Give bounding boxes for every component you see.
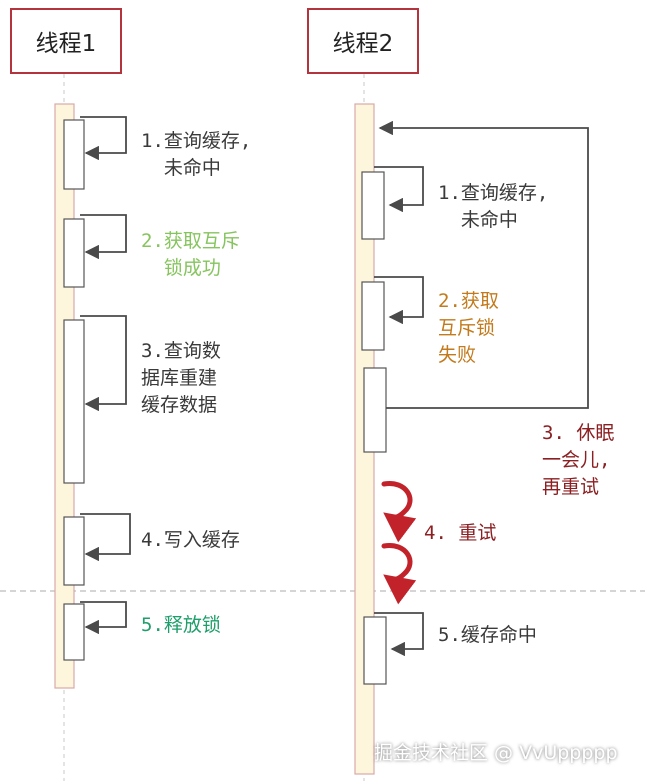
thread1-self-arrow-3	[80, 315, 127, 412]
thread1-activation-2	[63, 218, 85, 288]
thread1-activation-1	[63, 119, 85, 190]
thread1-activation-3	[63, 319, 85, 484]
thread2-header: 线程2	[307, 8, 419, 74]
thread1-self-arrow-4	[80, 513, 131, 562]
thread2-self-arrow-5	[374, 612, 424, 657]
thread2-retry-loop-arrow	[378, 120, 589, 409]
retry-curve-arrow-1	[381, 481, 417, 543]
thread2-activation-1	[361, 171, 385, 240]
thread2-self-arrow-2	[374, 276, 424, 325]
retry-curve-arrow-2	[381, 543, 417, 605]
thread2-step2-label: 2.获取 互斥锁 失败	[438, 290, 499, 366]
thread1-self-arrow-2	[80, 214, 127, 260]
thread2-activation-3	[363, 367, 387, 453]
thread1-self-arrow-5	[80, 601, 127, 635]
thread1-step1-label: 1.查询缓存, 未命中	[141, 130, 252, 179]
thread1-header: 线程1	[10, 8, 122, 74]
thread1-activation-4	[63, 516, 85, 586]
watermark: 掘金技术社区 @ VvUppppp	[374, 742, 618, 764]
thread1-activation-5	[63, 603, 85, 661]
thread2-self-arrow-1	[374, 166, 424, 213]
thread1-self-arrow-1	[80, 116, 127, 161]
thread2-step4-label: 4. 重试	[424, 522, 497, 544]
thread2-step3-label: 3. 休眠 一会儿, 再重试	[542, 422, 615, 498]
thread1-step2-label: 2.获取互斥 锁成功	[141, 230, 240, 279]
thread1-step3-label: 3.查询数 据库重建 缓存数据	[141, 340, 221, 416]
thread2-step5-label: 5.缓存命中	[438, 624, 537, 646]
thread2-step1-label: 1.查询缓存, 未命中	[438, 182, 549, 231]
thread1-step5-label: 5.释放锁	[141, 614, 221, 636]
thread1-step4-label: 4.写入缓存	[141, 529, 240, 551]
thread2-activation-2	[361, 281, 385, 351]
thread2-activation-5	[363, 616, 387, 685]
